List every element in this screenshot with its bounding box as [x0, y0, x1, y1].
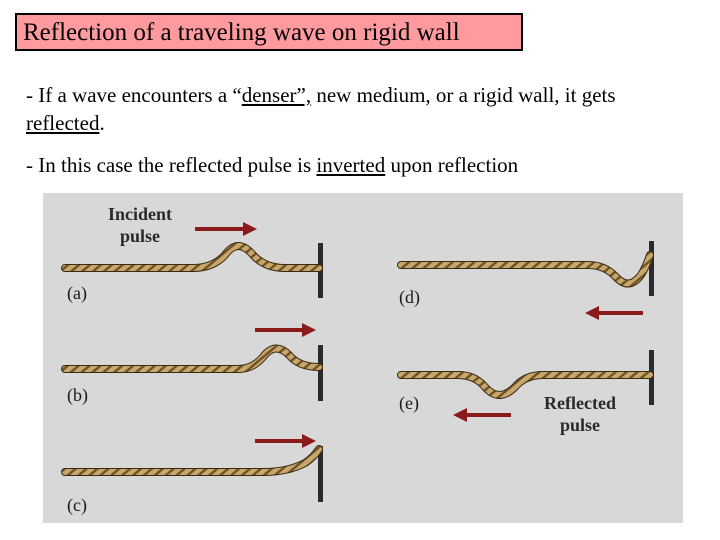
arrow-left-icon — [585, 306, 599, 320]
rope — [62, 243, 322, 271]
panel-label-a: (a) — [67, 283, 87, 304]
underlined-denser: denser”, — [241, 83, 312, 107]
rope — [62, 446, 322, 475]
bullet-text: . — [99, 111, 105, 135]
rope-outline — [61, 242, 323, 272]
reflected-caption-line1: Reflected — [544, 393, 616, 413]
panel-c: (c) — [61, 434, 323, 516]
rope — [398, 252, 653, 287]
rope — [62, 345, 322, 372]
bullet-text: In this case the reflected pulse is — [38, 153, 317, 177]
rope — [398, 372, 653, 398]
underlined-reflected: reflected — [26, 111, 100, 135]
bullet-dash: - — [26, 153, 39, 177]
arrow-left-icon — [453, 408, 467, 422]
bullet-inverted-pulse: - In this case the reflected pulse is in… — [26, 151, 686, 179]
bullet-reflection-intro: - If a wave encounters a “denser”, new m… — [26, 81, 686, 137]
wave-reflection-figure: Incident pulse Reflected pulse (a) (b) — [43, 193, 683, 523]
arrow-right-icon — [302, 434, 316, 448]
arrow-right-icon — [243, 222, 257, 236]
bullet-text: upon reflection — [385, 153, 519, 177]
rigid-wall — [318, 446, 323, 502]
bullet-text: new medium, or a rigid wall, it gets — [311, 83, 616, 107]
rigid-wall — [318, 345, 323, 401]
arrow-right-icon — [302, 323, 316, 337]
panel-b: (b) — [61, 323, 323, 406]
underlined-inverted: inverted — [316, 153, 386, 177]
panel-a: (a) — [61, 222, 323, 304]
panel-label-c: (c) — [67, 495, 87, 516]
rigid-wall — [649, 241, 654, 296]
panel-label-e: (e) — [399, 393, 419, 414]
incident-caption-line1: Incident — [108, 204, 172, 224]
reflected-caption-line2: pulse — [560, 415, 600, 435]
slide-title: Reflection of a traveling wave on rigid … — [15, 13, 523, 51]
panel-label-b: (b) — [67, 385, 88, 406]
bullet-text: If a wave encounters a “ — [38, 83, 242, 107]
panel-e: (e) — [397, 350, 654, 422]
rope-diagram: Incident pulse Reflected pulse (a) (b) — [61, 204, 654, 516]
incident-caption-line2: pulse — [120, 226, 160, 246]
bullet-dash: - — [26, 83, 39, 107]
panel-label-d: (d) — [399, 287, 420, 308]
rope-outline — [397, 251, 654, 288]
panel-d: (d) — [397, 241, 654, 320]
